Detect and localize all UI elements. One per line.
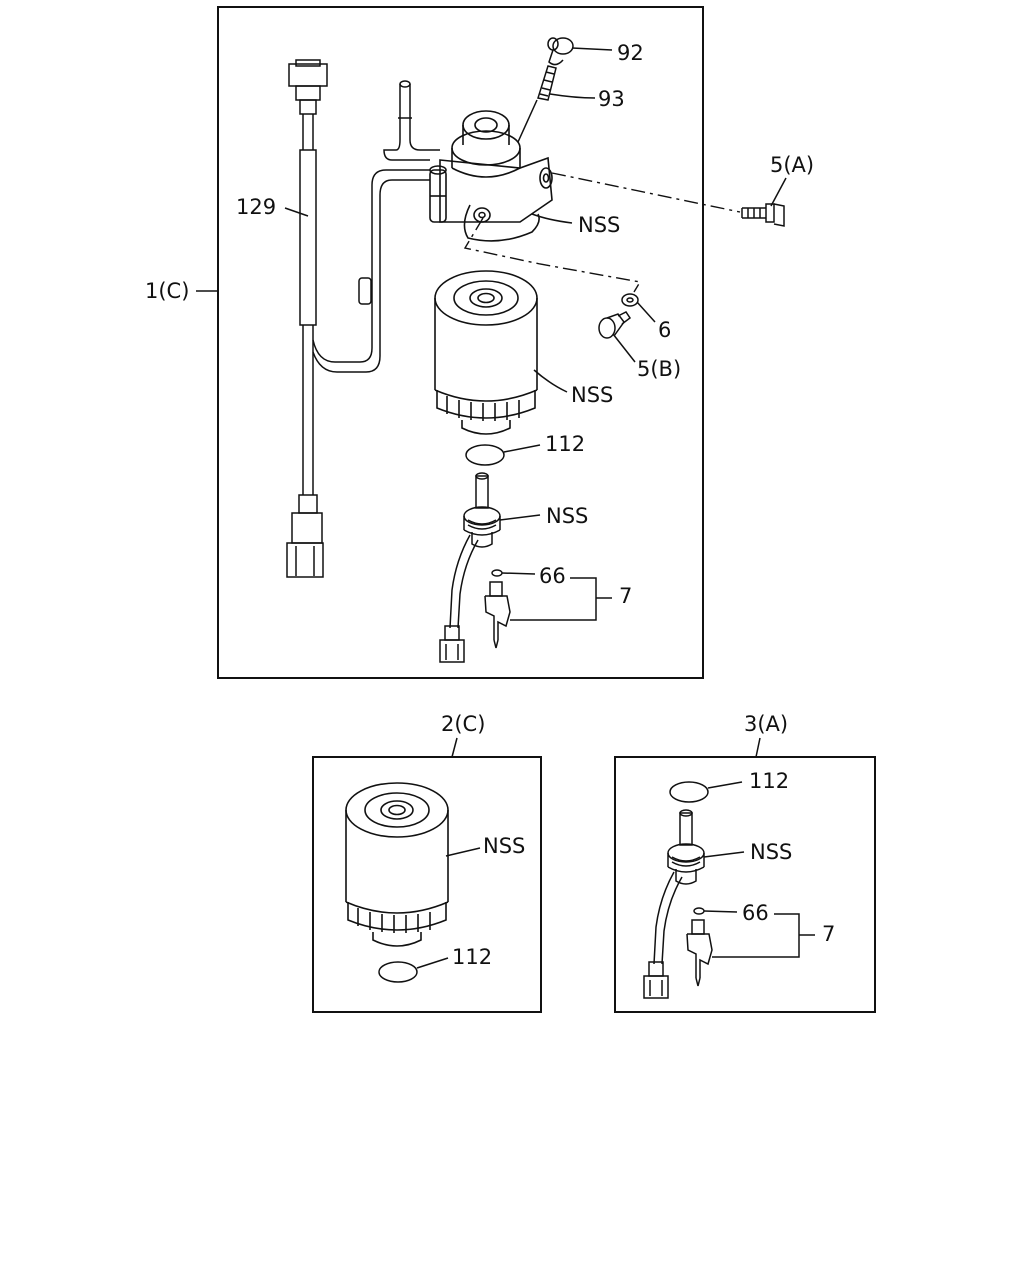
leader-6	[636, 301, 656, 323]
main-assembly-frame	[217, 6, 704, 679]
callout-112-sensor-kit: 112	[749, 769, 789, 793]
callout-nss-sensor-kit: NSS	[750, 840, 792, 864]
bracket-7-main	[510, 577, 612, 621]
water-sensor-main	[439, 472, 501, 663]
leader-112-sensor-kit	[707, 781, 743, 789]
bolt-5b	[598, 311, 632, 339]
callout-nss-filter: NSS	[571, 383, 613, 407]
leader-66-sensor-kit	[703, 910, 738, 913]
callout-7-sensor-kit: 7	[822, 922, 835, 946]
label-3a: 3(A)	[744, 712, 788, 736]
callout-112-main: 112	[545, 432, 585, 456]
o-ring-112-kit	[378, 961, 418, 983]
drain-plug-main	[484, 581, 511, 649]
fitting-92	[547, 37, 574, 66]
callout-nss-head: NSS	[578, 213, 620, 237]
callout-5a: 5(A)	[770, 153, 814, 177]
main-assembly-panel	[217, 6, 785, 679]
drain-plug-sensor-kit	[686, 919, 713, 987]
leader-112-main	[503, 444, 541, 453]
label-2c: 2(C)	[441, 712, 485, 736]
leader-5a	[770, 177, 787, 207]
leader-5b	[612, 333, 636, 363]
callout-129: 129	[236, 195, 276, 219]
main-assembly-leaders	[196, 47, 787, 621]
callout-nss-sensor: NSS	[546, 504, 588, 528]
filter-kit-panel	[312, 737, 542, 1013]
sensor-kit-frame	[614, 756, 876, 1013]
callout-66-main: 66	[539, 564, 566, 588]
leader-93	[549, 93, 596, 99]
callout-nss-kit: NSS	[483, 834, 525, 858]
sensor-kit-panel	[614, 737, 876, 1013]
bracket-7-sensor-kit	[712, 913, 815, 958]
filter-cartridge	[434, 270, 538, 435]
leader-2c	[451, 737, 458, 758]
callout-92: 92	[617, 41, 644, 65]
label-1c: 1(C)	[145, 279, 189, 303]
leader-nss-sensor	[499, 514, 541, 521]
bolt-5a	[741, 203, 785, 227]
leader-92	[571, 47, 613, 51]
wire-harness-part-129	[286, 59, 440, 578]
o-ring-112-sensor-kit	[669, 781, 709, 803]
callout-6: 6	[658, 318, 671, 342]
leader-5a-axis	[551, 172, 741, 213]
leader-93-head	[517, 99, 538, 143]
filter-head	[429, 110, 553, 242]
leader-nss-kit	[445, 847, 481, 857]
washer-6	[621, 293, 639, 307]
callout-93: 93	[598, 87, 625, 111]
callout-labels: 1(C) 92 93 5(A) 129 NSS 6 5(B) NSS 112 N…	[145, 41, 835, 969]
leader-nss-head	[531, 213, 573, 224]
callout-5b: 5(B)	[637, 357, 681, 381]
filter-cartridge-kit	[345, 782, 449, 947]
leader-nss-filter	[533, 369, 568, 393]
filter-kit-frame	[312, 756, 542, 1013]
water-sensor-kit	[643, 809, 705, 999]
callout-7-main: 7	[619, 584, 632, 608]
leader-5b-axis	[463, 217, 642, 293]
o-ring-112-main	[465, 444, 505, 466]
leader-112-kit	[416, 957, 449, 969]
callout-66-sensor-kit: 66	[742, 901, 769, 925]
leader-129	[284, 207, 309, 217]
callout-112-kit: 112	[452, 945, 492, 969]
leader-nss-sensor-kit	[703, 851, 745, 858]
leader-66-main	[501, 572, 536, 575]
leader-3a	[755, 737, 761, 758]
fitting-93	[537, 65, 557, 101]
